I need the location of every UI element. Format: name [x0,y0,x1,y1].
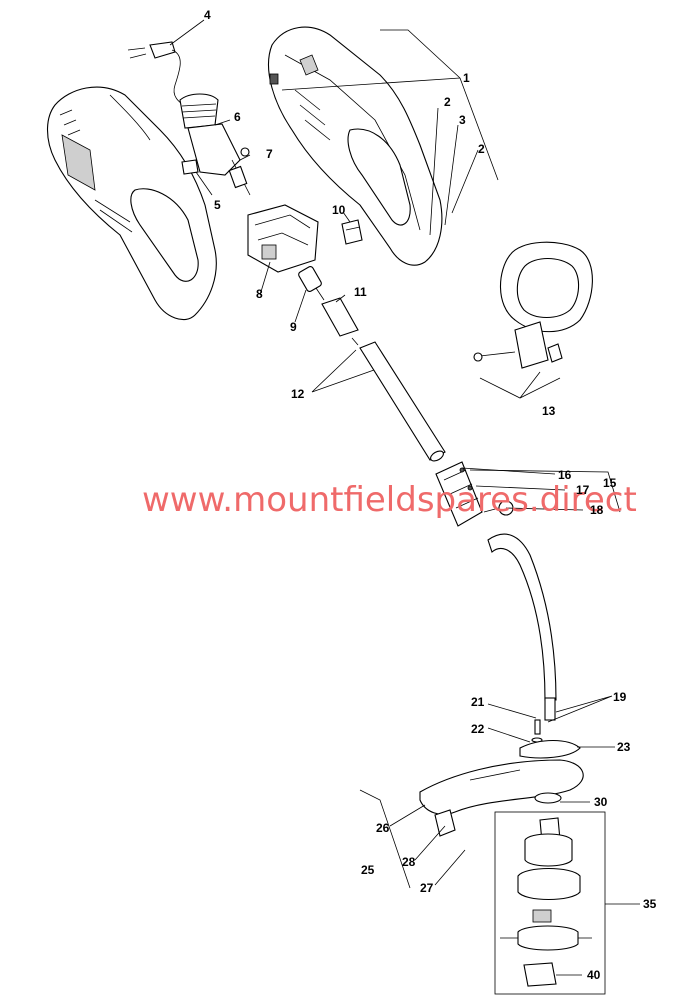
coupling-pin [298,266,325,301]
guard-clip [519,740,581,759]
callout-18: 18 [590,503,604,517]
drive-tube [351,337,446,462]
callout-40: 40 [587,968,601,982]
callout-10: 10 [332,203,346,217]
callout-25: 25 [361,863,375,877]
spool-assembly [500,817,592,987]
callout-2: 2 [444,95,451,109]
callout-5: 5 [214,198,221,212]
callout-6: 6 [234,110,241,124]
callout-28: 28 [402,855,416,869]
callout-27: 27 [420,881,434,895]
callout-30: 30 [594,795,608,809]
callout-23: 23 [617,740,631,754]
auxiliary-handle [473,241,593,369]
callout-8: 8 [256,287,263,301]
callout-labels: 1 2 2 3 4 5 6 7 8 9 10 11 12 13 15 16 17… [204,8,657,982]
spool-kit-box [494,811,606,995]
callout-12: 12 [291,387,305,401]
callout-3: 3 [459,113,466,127]
callout-11: 11 [354,285,367,299]
right-housing-half [268,26,443,266]
callout-15: 15 [603,476,617,490]
screw [534,719,541,735]
motor-armature [179,93,251,196]
callout-7: 7 [266,147,273,161]
hose-clamp [534,792,562,804]
watermark: www.mountfieldspares.direct [142,480,637,520]
callout-4: 4 [204,8,211,22]
motor-stator [247,204,319,273]
callout-2: 2 [478,142,485,156]
callout-35: 35 [643,897,657,911]
callout-19: 19 [613,690,627,704]
tube-coupling [435,461,483,527]
callout-13: 13 [542,404,556,418]
callout-16: 16 [558,468,572,482]
lower-shaft [487,533,557,721]
callout-21: 21 [471,695,485,709]
tube-sleeve [321,297,359,337]
callout-22: 22 [471,722,485,736]
callout-17: 17 [576,483,590,497]
callout-1: 1 [463,71,470,85]
left-housing-half [46,86,217,320]
grass-guard [419,759,584,837]
callout-9: 9 [290,320,297,334]
switch [341,219,363,245]
callout-26: 26 [376,821,390,835]
carbon-brush [181,159,199,175]
leader-lines [169,19,640,976]
